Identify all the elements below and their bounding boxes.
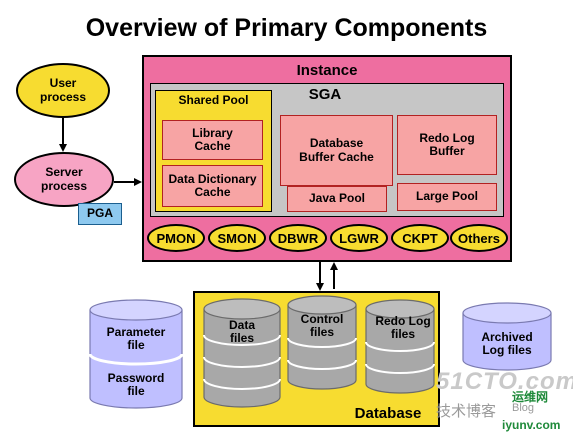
process-lgwr: LGWR: [330, 224, 388, 252]
control-files-cylinder: [287, 295, 357, 390]
control-files-label: Control files: [300, 311, 344, 339]
archived-log-files-label: Archived Log files: [481, 329, 533, 357]
server-process-ellipse: [14, 152, 114, 207]
data-dictionary-cache: Data Dictionary Cache: [162, 165, 263, 207]
parameter-file-label: Parameter file: [106, 324, 166, 352]
process-others: Others: [450, 224, 508, 252]
redo-log-buffer: Redo Log Buffer: [397, 115, 497, 175]
server-process-label: Server process: [40, 165, 88, 193]
user-process-label: User process: [39, 76, 87, 104]
parameter-password-files-cylinder: [88, 299, 184, 409]
password-file-label: Password file: [107, 370, 165, 398]
java-pool: Java Pool: [287, 186, 387, 212]
large-pool: Large Pool: [397, 183, 497, 211]
data-files-cylinder: [203, 298, 281, 408]
process-smon: SMON: [208, 224, 266, 252]
user-process-ellipse: [16, 63, 110, 118]
page-title: Overview of Primary Components: [85, 14, 488, 42]
watermark-tagline: 技术博客: [436, 403, 497, 420]
sga-label: SGA: [308, 85, 342, 103]
database-label: Database: [354, 404, 422, 422]
instance-label: Instance: [296, 61, 358, 79]
archived-log-files-cylinder: [462, 302, 552, 371]
watermark-site: 51CTO.com: [436, 368, 573, 395]
watermark: 51CTO.com 技术博客 Blog 运维网 iyunv.com: [432, 368, 573, 436]
watermark-blog: Blog: [512, 402, 535, 414]
redo-log-files-label: Redo Log files: [375, 313, 431, 341]
process-dbwr: DBWR: [269, 224, 327, 252]
database-buffer-cache: Database Buffer Cache: [280, 115, 393, 186]
redo-log-files-cylinder: [365, 299, 435, 394]
data-files-label: Data files: [228, 317, 255, 345]
shared-pool-label: Shared Pool: [178, 93, 249, 108]
watermark-extra: 运维网: [512, 390, 549, 404]
process-ckpt: CKPT: [391, 224, 449, 252]
library-cache: Library Cache: [162, 120, 263, 160]
pga-box: PGA: [78, 203, 122, 225]
watermark-domain: iyunv.com: [502, 418, 561, 432]
process-pmon: PMON: [147, 224, 205, 252]
